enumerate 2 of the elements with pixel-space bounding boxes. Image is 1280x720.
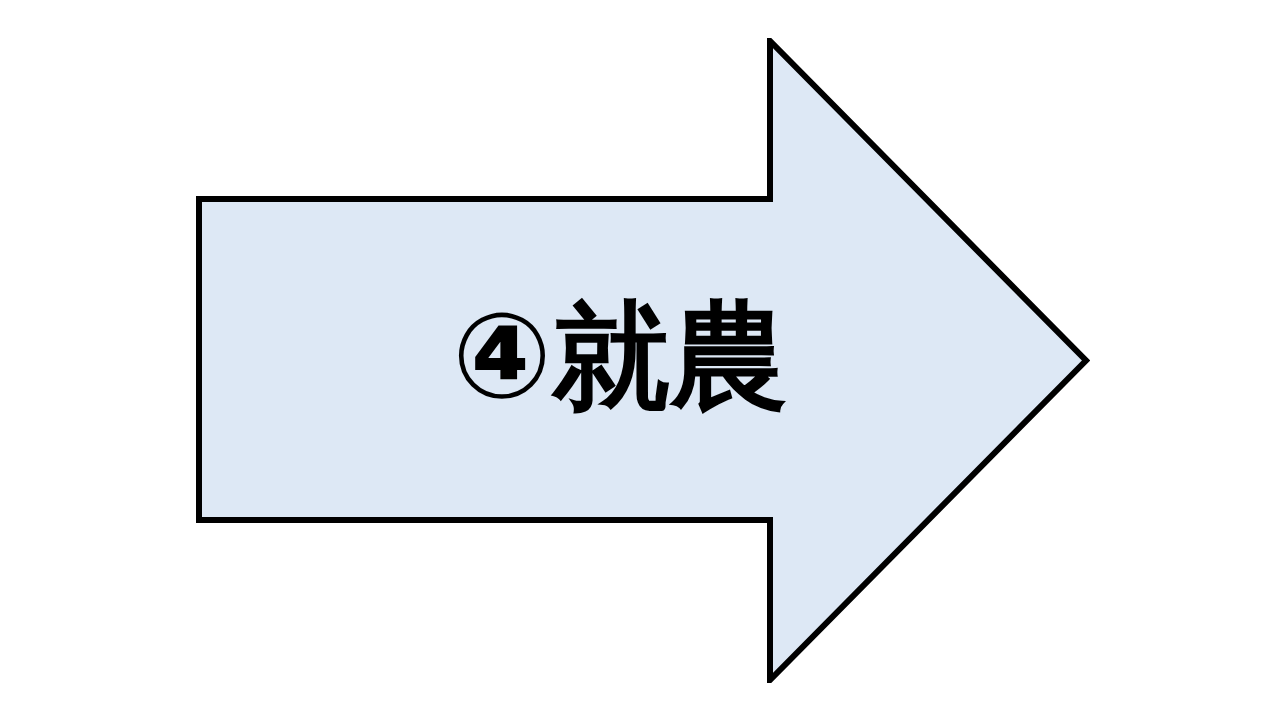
arrow-label: ④就農	[452, 297, 788, 415]
block-arrow	[196, 38, 1090, 683]
